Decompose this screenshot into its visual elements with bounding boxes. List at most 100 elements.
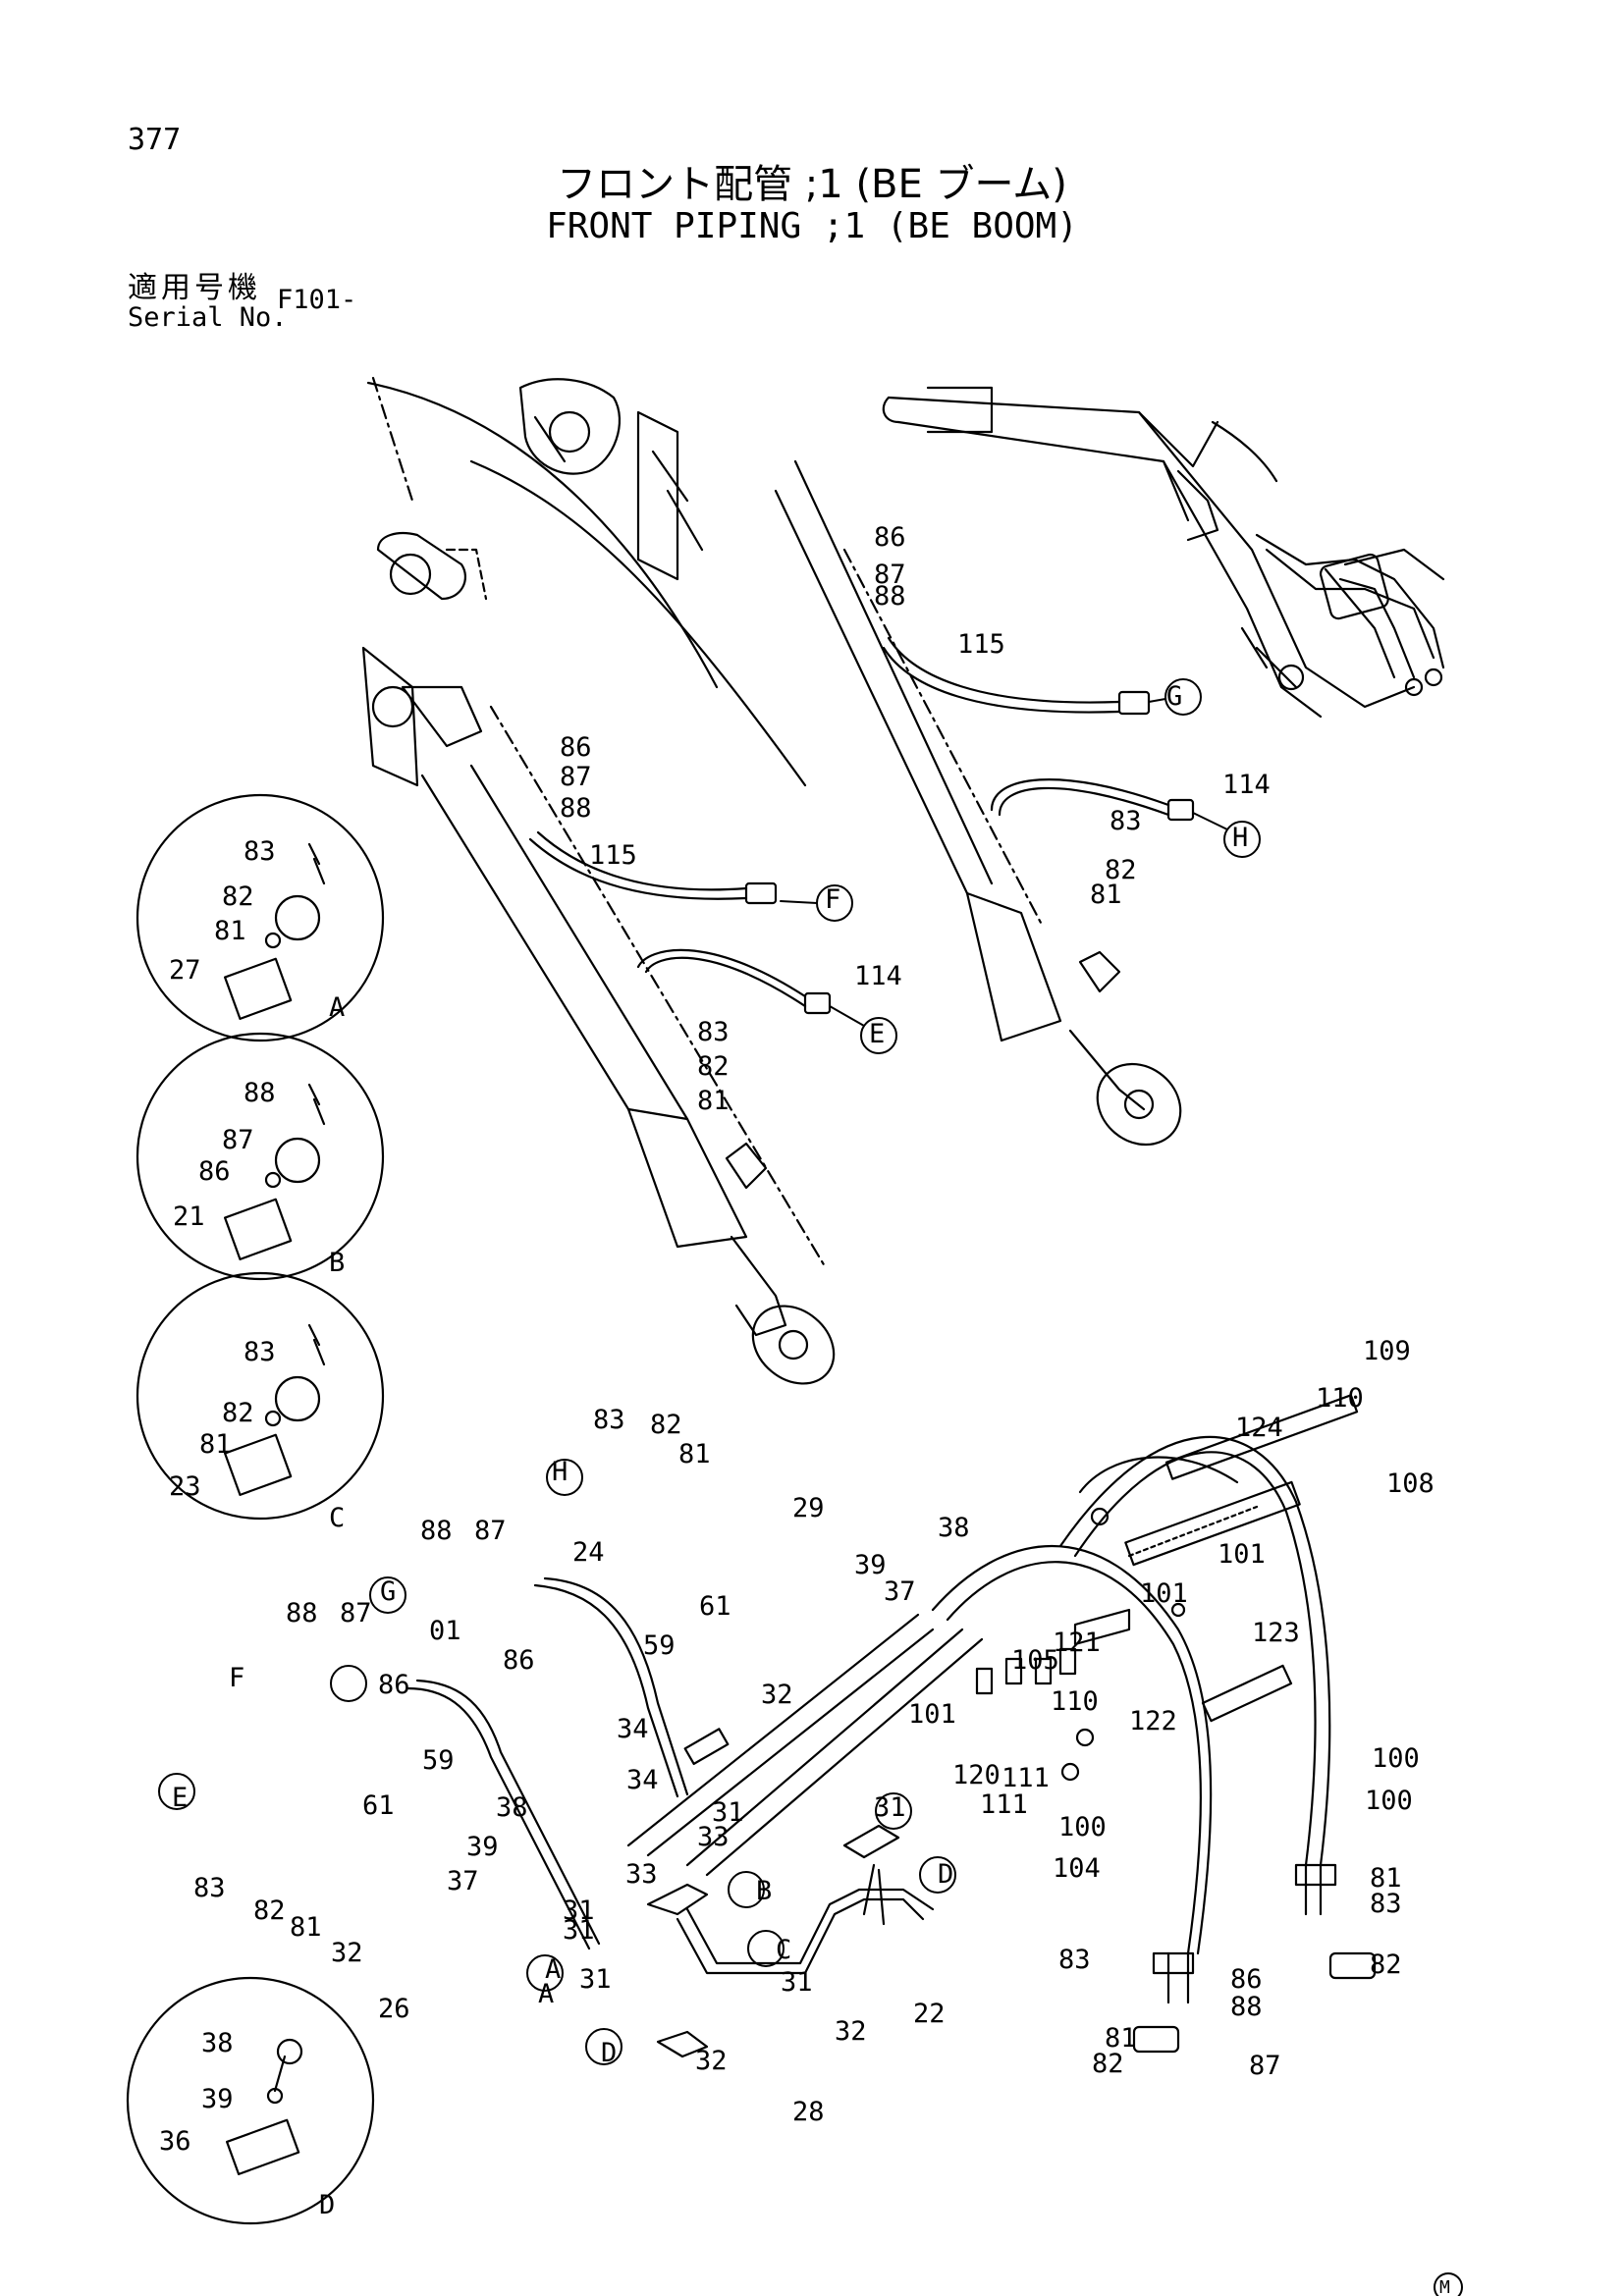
part-label: 29 [792, 1493, 825, 1523]
serial-value: F101- [277, 285, 357, 315]
part-label: 83 [193, 1873, 226, 1903]
detail-circle-b [135, 1032, 385, 1281]
part-label: 33 [625, 1859, 658, 1890]
detail-part-label: 86 [198, 1156, 231, 1187]
part-label: 81 [1105, 2023, 1137, 2054]
part-label: 115 [957, 629, 1005, 660]
part-label: 81 [1370, 1863, 1402, 1894]
detail-part-label: 87 [222, 1125, 254, 1155]
upper-hoses [528, 636, 1195, 1015]
part-label: F [229, 1663, 244, 1693]
part-label: 110 [1051, 1686, 1099, 1717]
part-label: 82 [697, 1051, 730, 1082]
part-label: 109 [1363, 1336, 1411, 1366]
part-label: D [601, 2038, 617, 2068]
part-label: 82 [253, 1896, 286, 1926]
part-label: 101 [1140, 1578, 1188, 1609]
detail-part-label: 81 [214, 916, 246, 946]
serial-label-jp: 適用号機 [128, 271, 261, 305]
detail-circle-letter: C [329, 1503, 345, 1533]
page-title-jp: フロント配管 ;1 (BE ブーム) [557, 162, 1067, 207]
part-label: 101 [908, 1699, 956, 1730]
part-label: 31 [781, 1967, 813, 1998]
boom-outline [366, 376, 807, 787]
part-label: 61 [699, 1591, 731, 1622]
part-label: 120 [952, 1760, 1001, 1790]
part-label: 39 [854, 1550, 887, 1580]
part-label: 101 [1218, 1539, 1266, 1570]
part-label: 88 [420, 1516, 453, 1546]
part-label: 39 [466, 1832, 499, 1862]
part-label: 87 [474, 1516, 507, 1546]
part-label: 86 [503, 1645, 535, 1676]
part-label: 33 [697, 1822, 730, 1852]
part-label: G [1166, 681, 1182, 712]
part-label: 31 [874, 1792, 906, 1823]
part-label: 32 [695, 2046, 728, 2076]
part-label: 32 [761, 1680, 793, 1710]
detail-circle-a [135, 793, 385, 1042]
part-label: 114 [1222, 770, 1271, 800]
part-label: 83 [1370, 1889, 1402, 1919]
part-label: 88 [874, 581, 906, 612]
part-label: 31 [579, 1964, 612, 1995]
part-label: 88 [286, 1598, 318, 1629]
detail-part-label: 27 [169, 955, 201, 986]
part-label: 88 [1230, 1992, 1263, 2022]
part-label: 28 [792, 2097, 825, 2127]
right-cylinder [774, 459, 1182, 1147]
part-label: 22 [913, 1999, 946, 2029]
lower-piping [406, 1394, 1377, 2058]
part-label: 86 [560, 732, 592, 763]
part-label: 86 [378, 1670, 410, 1700]
detail-circle-c [135, 1271, 385, 1521]
part-label: 104 [1053, 1853, 1101, 1884]
part-label: 100 [1372, 1743, 1420, 1774]
part-label: 31 [563, 1896, 595, 1926]
part-label: 108 [1386, 1468, 1435, 1499]
detail-part-label: 23 [169, 1471, 201, 1502]
part-label: H [552, 1457, 568, 1487]
part-label: 38 [496, 1792, 528, 1823]
boom-assembly-top-right [882, 386, 1445, 719]
detail-part-label: 82 [222, 881, 254, 912]
part-label: 38 [938, 1513, 970, 1543]
detail-part-label: 38 [201, 2028, 234, 2058]
detail-part-label: 81 [199, 1429, 232, 1460]
part-label: 81 [1090, 880, 1122, 910]
part-labels: 868788115G868788115F114H838281114E838281… [172, 522, 1435, 2127]
part-label: 83 [593, 1405, 625, 1435]
part-label: H [1232, 823, 1248, 853]
part-label: 37 [884, 1576, 916, 1607]
part-label: 31 [563, 1915, 595, 1946]
part-label: 111 [1001, 1763, 1050, 1793]
part-label: 01 [429, 1616, 461, 1646]
detail-part-label: 82 [222, 1398, 254, 1428]
part-label: 105 [1011, 1645, 1059, 1676]
part-label: G [380, 1576, 396, 1607]
footer-mark: M [1439, 2277, 1450, 2296]
part-label: 82 [650, 1410, 682, 1440]
part-label: 86 [1230, 1964, 1263, 1995]
detail-part-label: 36 [159, 2126, 191, 2157]
detail-part-label: 88 [244, 1078, 276, 1108]
part-label: 24 [572, 1537, 605, 1568]
part-label: B [756, 1876, 772, 1906]
part-label: 100 [1058, 1812, 1107, 1842]
page-title-en: FRONT PIPING ;1 (BE BOOM) [546, 206, 1078, 246]
part-label: 87 [340, 1598, 372, 1629]
part-label: 59 [422, 1745, 455, 1776]
part-label: D [938, 1859, 953, 1890]
part-label: 32 [331, 1938, 363, 1968]
reference-callouts [158, 678, 1463, 2296]
part-label: E [869, 1019, 885, 1049]
part-label: 123 [1252, 1618, 1300, 1648]
part-label: 82 [1092, 2049, 1124, 2079]
part-label: 37 [447, 1866, 479, 1896]
part-label: 82 [1105, 855, 1137, 885]
detail-part-label: 39 [201, 2084, 234, 2114]
part-label: 81 [697, 1086, 730, 1116]
part-label: 61 [362, 1790, 395, 1821]
part-label: 124 [1235, 1413, 1283, 1443]
